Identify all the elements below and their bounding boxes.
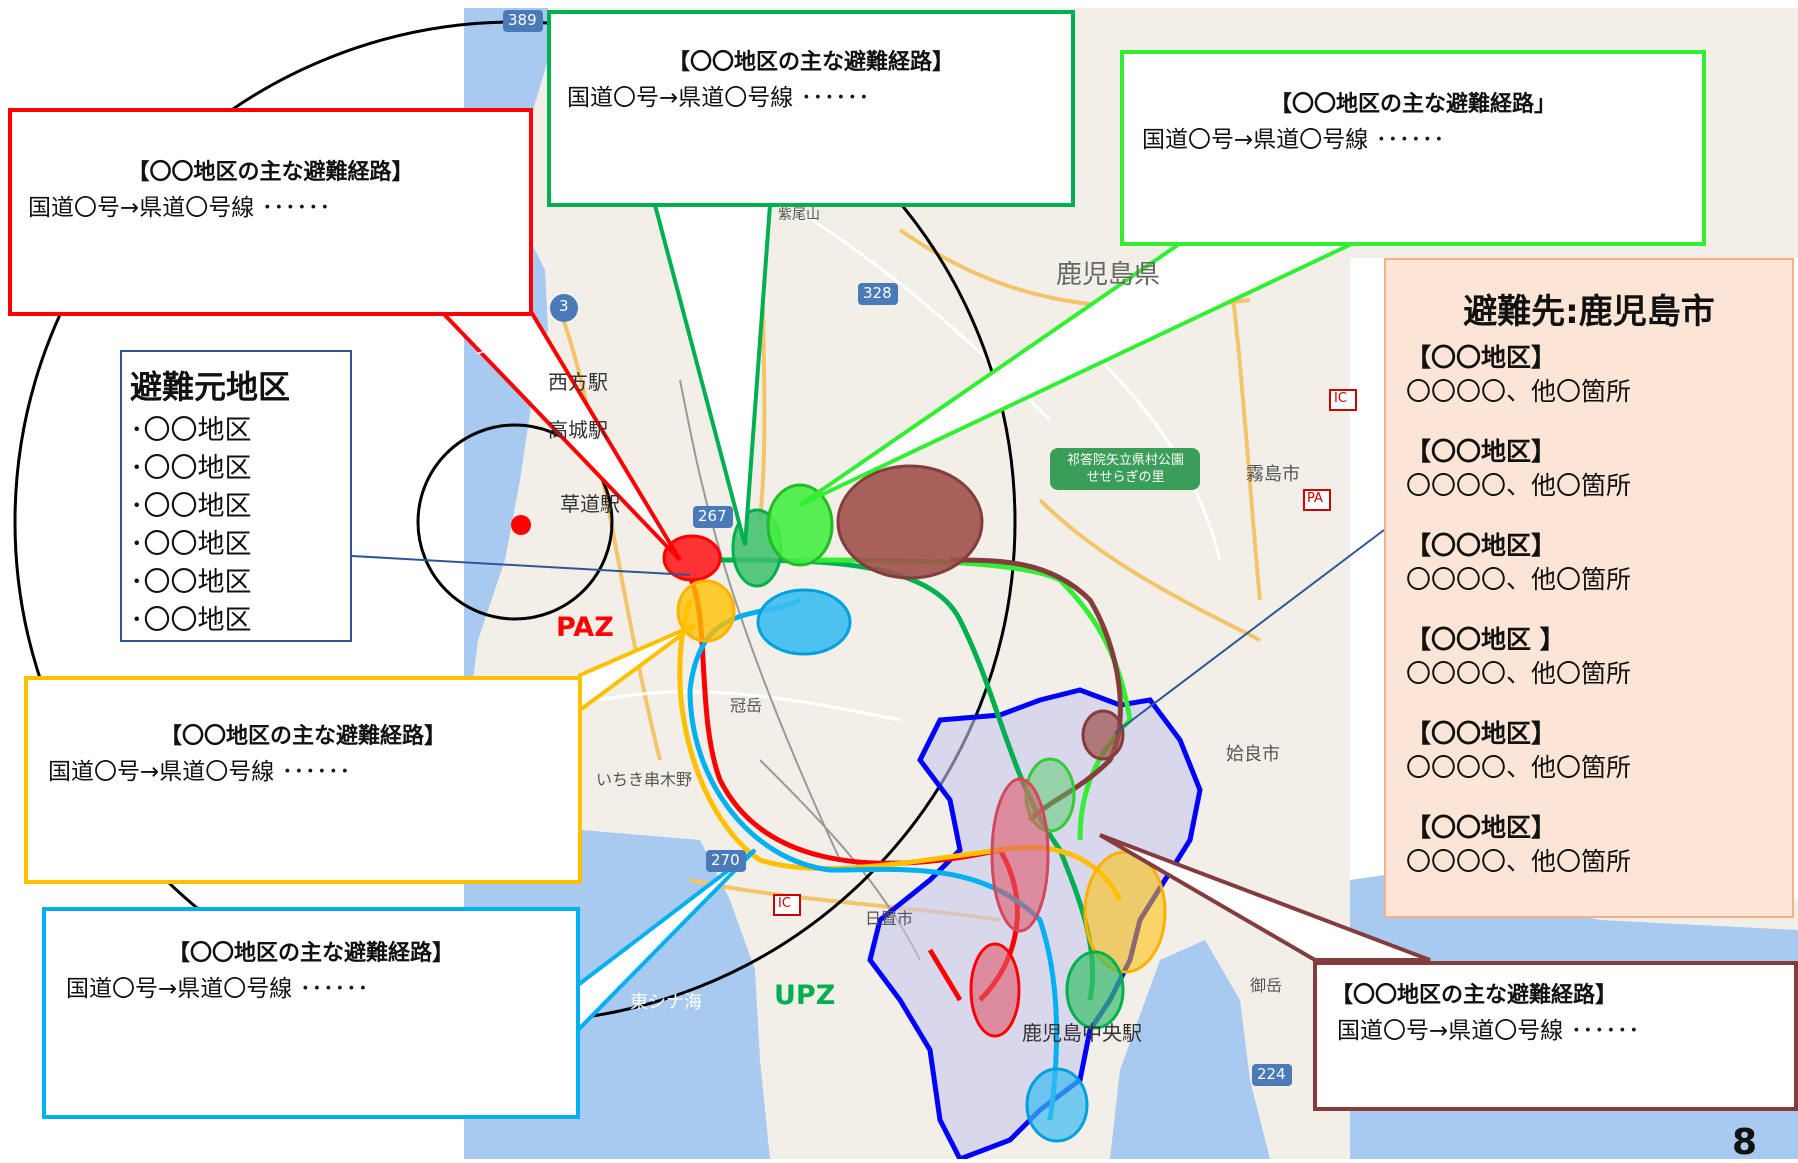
label-prefecture: 鹿児島県 <box>1056 260 1161 290</box>
callout-lime-route: 国道〇号→県道〇号線 ･･････ <box>1142 127 1445 153</box>
callout-lime: 【〇〇地区の主な避難経路」 国道〇号→県道〇号線 ･･････ <box>1120 50 1706 246</box>
source-area-item: ･〇〇地区 <box>130 453 252 484</box>
destination-facilities: 〇〇〇〇、他〇箇所 <box>1406 471 1632 500</box>
destination-group: 【〇〇地区 】 〇〇〇〇、他〇箇所 <box>1406 623 1792 691</box>
upz-label: UPZ <box>774 980 836 1011</box>
source-areas-title: 避難元地区 <box>130 368 291 406</box>
source-area-item: ･〇〇地区 <box>130 605 252 636</box>
destination-box: 避難先:鹿児島市 【〇〇地区】 〇〇〇〇、他〇箇所 【〇〇地区】 〇〇〇〇、他〇… <box>1384 258 1794 918</box>
label-park: 祁答院矢立県村公園 せせらぎの里 <box>1066 453 1184 485</box>
dest-orange <box>1083 850 1167 974</box>
ic-marker-2: IC <box>1334 391 1347 406</box>
source-area-item: ･〇〇地区 <box>130 529 252 560</box>
destination-facilities: 〇〇〇〇、他〇箇所 <box>1406 659 1632 688</box>
dest-brown <box>1081 709 1125 761</box>
destination-facilities: 〇〇〇〇、他〇箇所 <box>1406 847 1632 876</box>
area-brown <box>836 464 984 580</box>
shield-route-3: 3 <box>559 297 569 315</box>
shield-route-267: 267 <box>698 507 727 525</box>
pointer-brown <box>1098 833 1431 962</box>
callout-blue-title: 【〇〇地区の主な避難経路】 <box>167 941 454 966</box>
kagoshima-city-boundary <box>867 687 1203 1159</box>
dest-red-1 <box>990 777 1050 933</box>
area-lime <box>766 483 834 567</box>
destination-group: 【〇〇地区】 〇〇〇〇、他〇箇所 <box>1406 529 1792 597</box>
ic-marker-1: IC <box>778 896 791 911</box>
destination-district: 【〇〇地区】 <box>1406 343 1557 372</box>
source-areas-box: 避難元地区 ･〇〇地区 ･〇〇地区 ･〇〇地区 ･〇〇地区 ･〇〇地区 ･〇〇地… <box>120 350 352 642</box>
label-east-china-sea: 東シナ海 <box>630 992 702 1013</box>
callout-red-route: 国道〇号→県道〇号線 ･･････ <box>28 195 331 221</box>
source-area-item: ･〇〇地区 <box>130 491 252 522</box>
destination-group: 【〇〇地区】 〇〇〇〇、他〇箇所 <box>1406 717 1792 785</box>
paz-circle <box>416 423 614 621</box>
destination-facilities: 〇〇〇〇、他〇箇所 <box>1406 377 1632 406</box>
source-connector <box>351 555 691 576</box>
callout-lime-title: 【〇〇地区の主な避難経路」 <box>1269 92 1556 117</box>
shield-route-328: 328 <box>863 284 892 302</box>
dest-blue <box>1025 1067 1089 1143</box>
callout-green-title: 【〇〇地区の主な避難経路】 <box>667 50 954 75</box>
callout-brown: 【〇〇地区の主な避難経路】 国道〇号→県道〇号線 ･･････ <box>1313 961 1798 1111</box>
destination-facilities: 〇〇〇〇、他〇箇所 <box>1406 565 1632 594</box>
destination-title: 避難先:鹿児島市 <box>1463 292 1715 332</box>
source-area-item: ･〇〇地区 <box>130 415 252 446</box>
pa-marker: PA <box>1307 491 1323 506</box>
destination-district: 【〇〇地区】 <box>1406 719 1557 748</box>
label-shibi: 紫尾山 <box>778 207 820 223</box>
callout-red-title: 【〇〇地区の主な避難経路】 <box>127 160 414 185</box>
label-ichiki: いちき串木野 <box>596 770 693 789</box>
label-kusamichi: 草道駅 <box>560 492 620 516</box>
label-sea-north: シナ海 <box>474 338 528 359</box>
source-area-item: ･〇〇地区 <box>130 567 252 598</box>
label-kirishima: 霧島市 <box>1246 464 1300 485</box>
destination-group: 【〇〇地区】 〇〇〇〇、他〇箇所 <box>1406 341 1792 409</box>
callout-orange-route: 国道〇号→県道〇号線 ･･････ <box>48 759 351 785</box>
label-hioki: 日置市 <box>865 909 914 928</box>
callout-blue: 【〇〇地区の主な避難経路】 国道〇号→県道〇号線 ･･････ <box>42 907 580 1119</box>
label-kanmuri: 冠岳 <box>730 696 763 715</box>
label-aira: 姶良市 <box>1226 744 1280 765</box>
callout-orange-title: 【〇〇地区の主な避難経路】 <box>159 724 446 749</box>
callout-blue-route: 国道〇号→県道〇号線 ･･････ <box>66 976 369 1002</box>
dest-red-2 <box>969 942 1021 1038</box>
page-number: 8 <box>1732 1122 1758 1163</box>
destination-district: 【〇〇地区】 <box>1406 531 1557 560</box>
shield-route-224: 224 <box>1257 1065 1286 1083</box>
route-shields <box>503 10 1357 1086</box>
area-blue <box>756 588 852 656</box>
park-badge <box>1050 448 1200 490</box>
paz-label: PAZ <box>556 612 614 643</box>
label-gogaku: 御岳 <box>1250 976 1283 995</box>
dest-connector <box>1114 529 1385 734</box>
callout-brown-route: 国道〇号→県道〇号線 ･･････ <box>1337 1018 1640 1044</box>
callout-orange: 【〇〇地区の主な避難経路】 国道〇号→県道〇号線 ･･････ <box>24 676 582 884</box>
callout-brown-title: 【〇〇地区の主な避難経路】 <box>1331 983 1618 1008</box>
destination-group: 【〇〇地区】 〇〇〇〇、他〇箇所 <box>1406 435 1792 503</box>
shield-route-270: 270 <box>711 851 740 869</box>
label-takagi: 高城駅 <box>548 418 608 442</box>
destination-group: 【〇〇地区】 〇〇〇〇、他〇箇所 <box>1406 811 1792 879</box>
kinko-bay <box>1110 940 1270 1159</box>
power-plant-marker <box>511 515 531 535</box>
destination-facilities: 〇〇〇〇、他〇箇所 <box>1406 753 1632 782</box>
shield-route-389: 389 <box>508 11 537 29</box>
destination-district: 【〇〇地区】 <box>1406 813 1557 842</box>
callout-red: 【〇〇地区の主な避難経路】 国道〇号→県道〇号線 ･･････ <box>8 108 533 316</box>
callout-green: 【〇〇地区の主な避難経路】 国道〇号→県道〇号線 ･･････ <box>547 10 1075 207</box>
label-nishikata: 西方駅 <box>548 370 608 394</box>
label-kagoshima-chuo: 鹿児島中央駅 <box>1022 1021 1142 1045</box>
destination-district: 【〇〇地区】 <box>1406 437 1557 466</box>
dest-green <box>1065 950 1125 1030</box>
destination-district: 【〇〇地区 】 <box>1406 625 1565 654</box>
area-red <box>662 534 722 582</box>
callout-green-route: 国道〇号→県道〇号線 ･･････ <box>567 85 870 111</box>
